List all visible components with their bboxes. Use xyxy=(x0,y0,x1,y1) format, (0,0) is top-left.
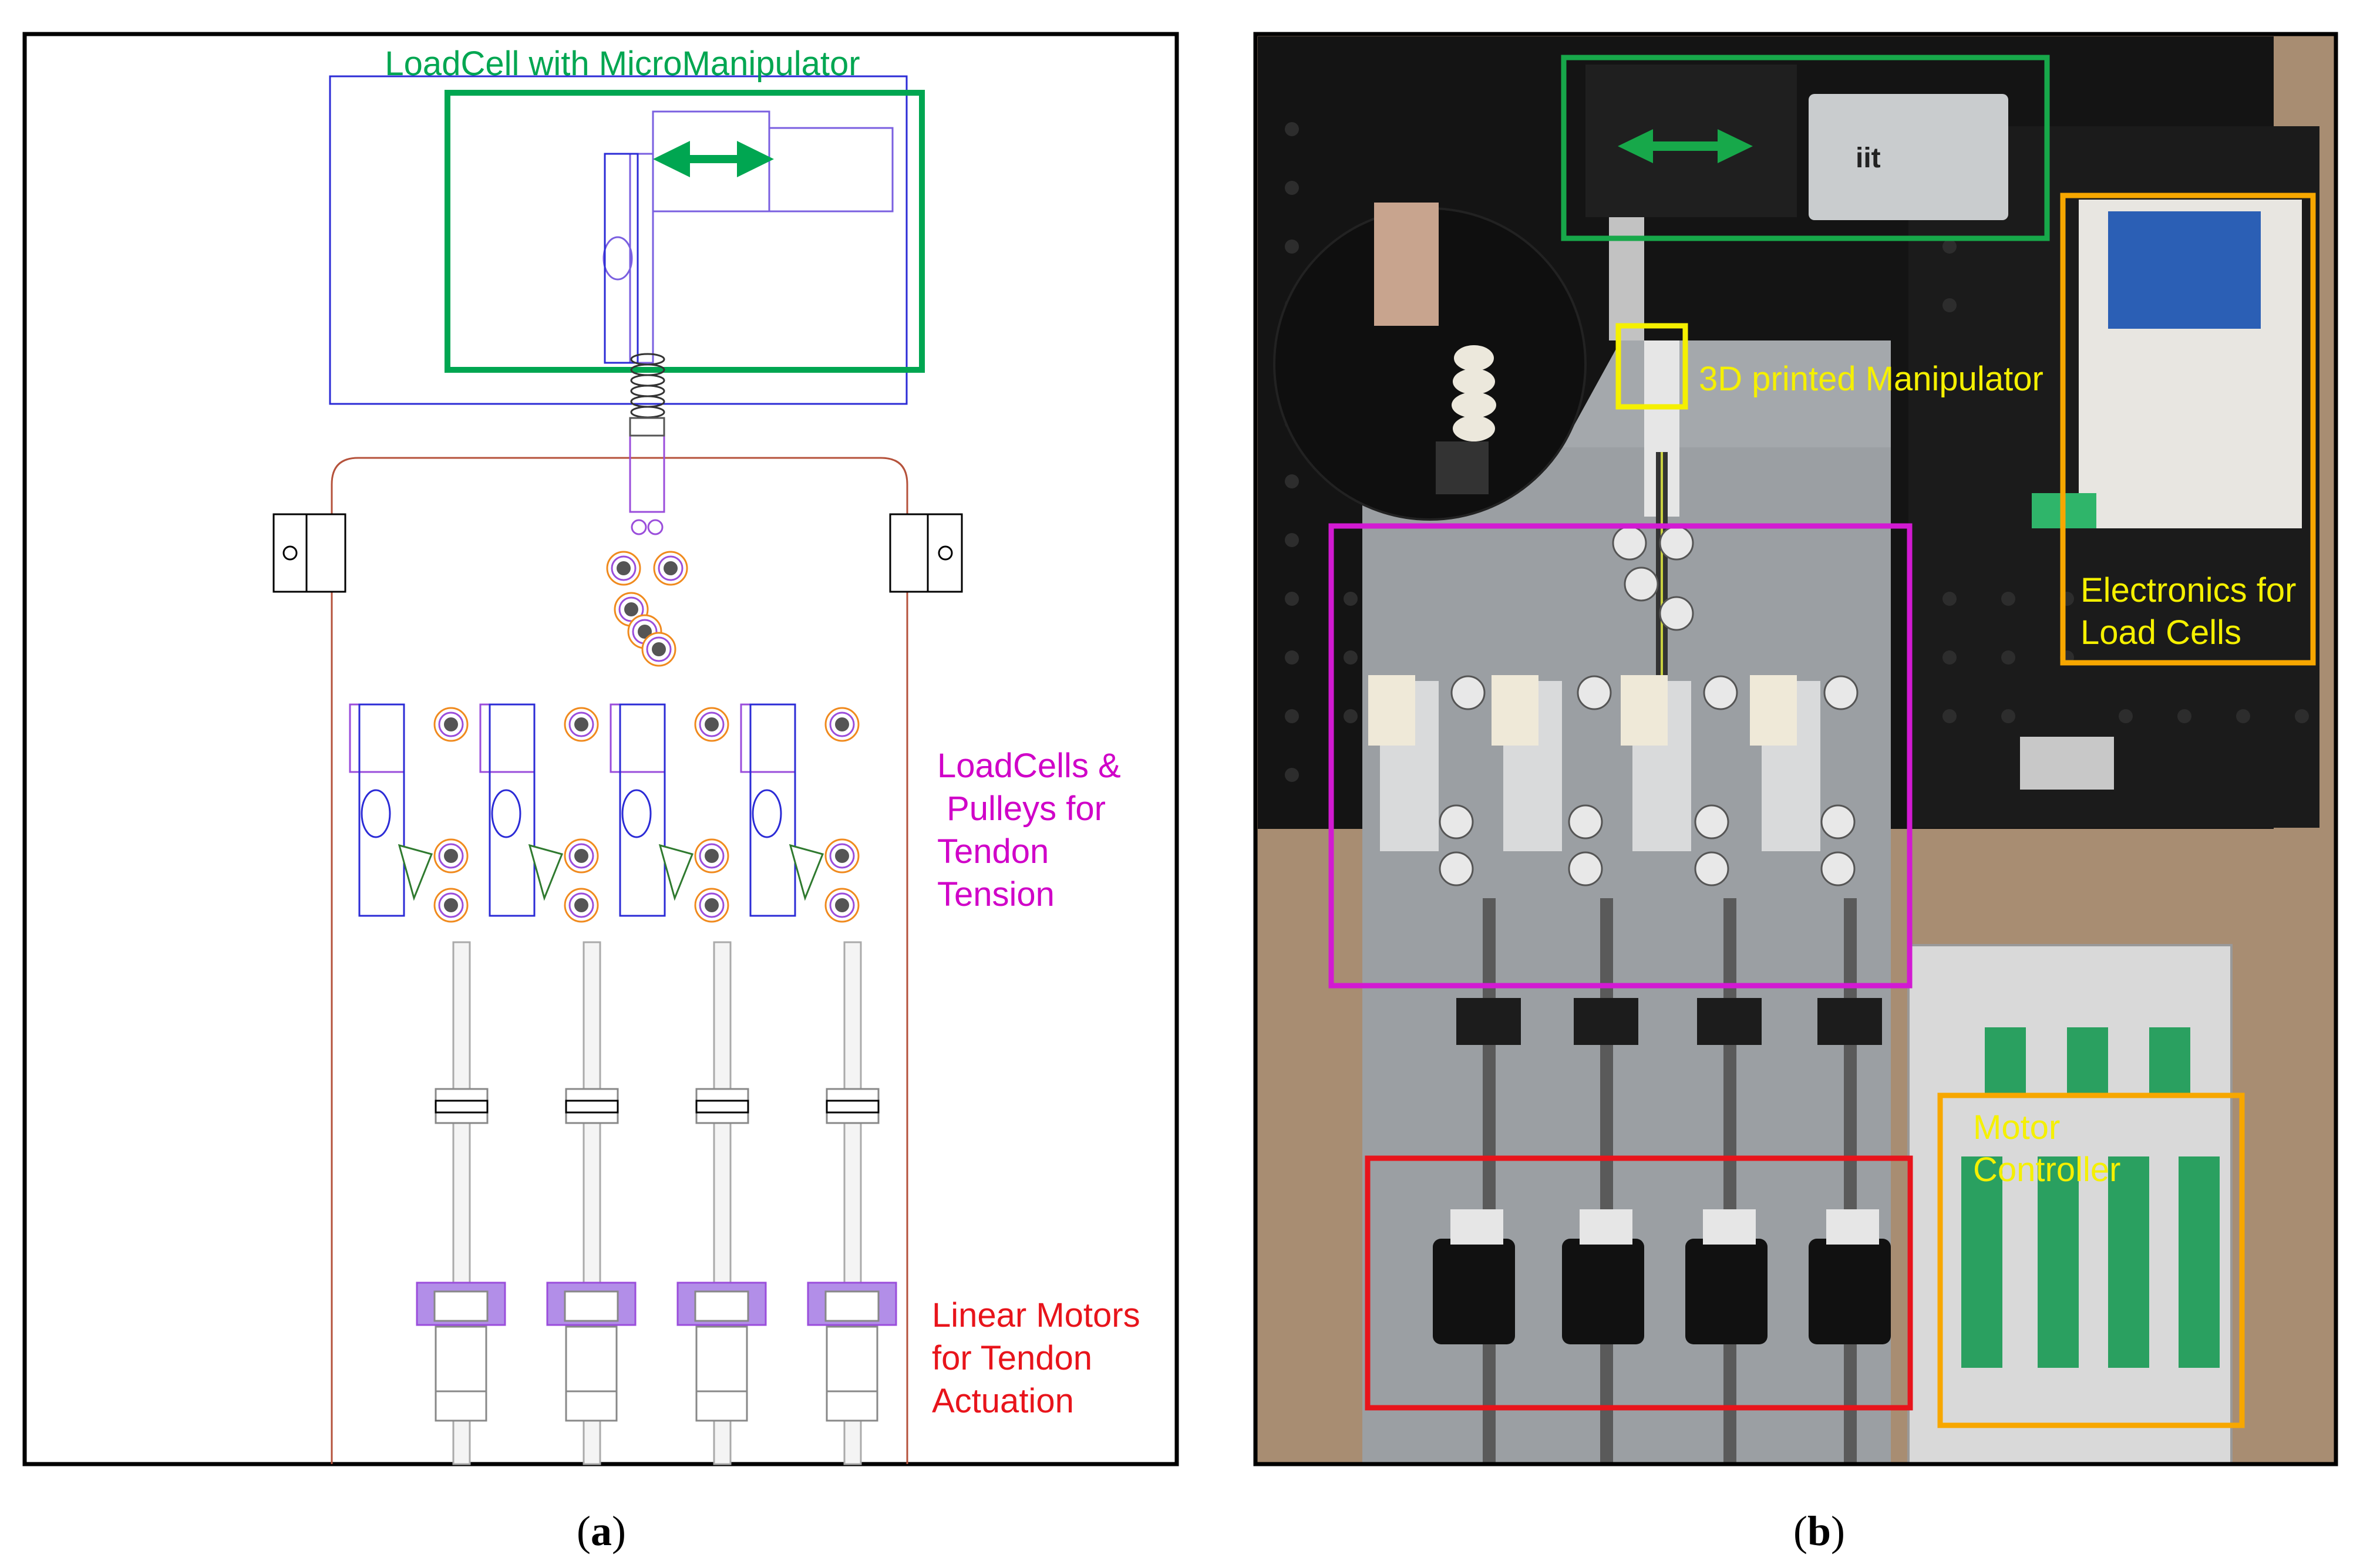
db9-connector xyxy=(2020,737,2114,790)
manipulator-highlight-box xyxy=(1615,323,1688,410)
micromanipulator-highlight-box xyxy=(445,90,925,373)
photo-loadcells xyxy=(1368,675,1820,851)
label-electronics-2: Load Cells xyxy=(2080,613,2241,652)
caption-b: (b) xyxy=(1793,1508,1845,1554)
loadcell-units xyxy=(349,703,860,923)
base-plate-outline xyxy=(331,457,908,1464)
label-motor-controller-2: Controller xyxy=(1973,1151,2120,1189)
zoom-inset-manipulator xyxy=(1452,345,1496,441)
loadcell-frame xyxy=(329,75,908,405)
clamp-right xyxy=(889,513,963,593)
panel-a-drawing xyxy=(22,32,1179,1466)
label-linear-motors-3: Actuation xyxy=(932,1382,1074,1420)
motor-driver-boards xyxy=(1961,1027,2220,1368)
iit-logo: iit xyxy=(1856,143,1881,174)
loadcell-sensor-body xyxy=(1809,94,2008,220)
caption-a: (a) xyxy=(577,1508,626,1554)
arduino-board xyxy=(2108,211,2261,329)
photo-motors xyxy=(1433,898,1891,1464)
panel-b-photo: iit xyxy=(1253,32,2338,1466)
spring-drawing xyxy=(630,353,665,419)
zoom-inset-block xyxy=(1374,203,1439,326)
photo-double-arrow-icon xyxy=(1618,129,1753,163)
label-3d-printed-manipulator: 3D printed Manipulator xyxy=(1699,360,2043,398)
motor-controller-highlight-box xyxy=(1937,1092,2245,1428)
pulley-cluster xyxy=(606,551,688,667)
loadcell-highlight-box xyxy=(1561,55,2050,241)
label-loadcells-pulleys-1: LoadCells & xyxy=(937,747,1121,785)
photo-pulleys xyxy=(1439,525,1859,886)
label-loadcells-pulleys-2: Pulleys for xyxy=(937,790,1106,828)
linear-motors-highlight-box xyxy=(1365,1155,1913,1411)
linear-motor-units xyxy=(416,941,897,1465)
double-arrow-icon xyxy=(653,141,774,177)
clamp-left xyxy=(272,513,346,593)
label-linear-motors-2: for Tendon xyxy=(932,1339,1092,1377)
electronics-highlight-box xyxy=(2060,193,2316,666)
label-loadcell-micromanipulator: LoadCell with MicroManipulator xyxy=(385,45,860,83)
label-loadcells-pulleys-3: Tendon xyxy=(937,832,1049,871)
label-motor-controller-1: Motor xyxy=(1973,1108,2060,1147)
label-linear-motors-1: Linear Motors xyxy=(932,1296,1140,1334)
label-electronics-1: Electronics for xyxy=(2080,571,2296,609)
loadcells-highlight-box xyxy=(1328,523,1913,989)
breadboard-holes xyxy=(1285,122,2309,782)
label-loadcells-pulleys-4: Tension xyxy=(937,875,1055,913)
micromanipulator-stage xyxy=(1585,65,1797,217)
